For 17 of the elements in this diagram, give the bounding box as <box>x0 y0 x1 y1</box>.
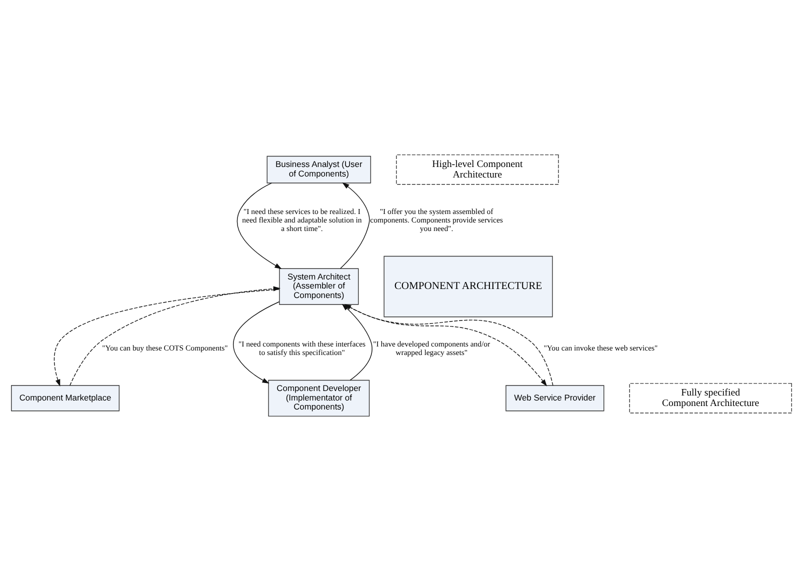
edge-label: "You can invoke these web services" <box>544 344 658 353</box>
node-box: COMPONENT ARCHITECTURE <box>384 256 553 318</box>
edge-label: "You can buy these COTS Components" <box>102 344 228 353</box>
edge-label: "I need these services to be realized. I need flexible and adaptable solution in a short time". <box>242 206 362 233</box>
node-box: Component Marketplace <box>11 385 120 412</box>
node-box: System Architect (Assembler of Components) <box>279 268 359 305</box>
edge-label: "I have developed components and/or wrapped legacy assets" <box>373 339 490 357</box>
node-box: Business Analyst (User of Components) <box>266 156 372 184</box>
node-box: High-level Component Architecture <box>396 154 559 185</box>
node-box: Web Service Provider <box>506 385 604 412</box>
arrow <box>340 182 370 269</box>
node-box: Fully specified Component Architecture <box>629 383 792 414</box>
edge-label: "I offer you the system assembled of components. Components provide services you need". <box>370 206 503 233</box>
edge-label: "I need components with these interfaces to satisfy this specification" <box>238 339 366 357</box>
arrow <box>237 182 282 270</box>
node-box: Component Developer (Implementator of Components) <box>268 380 370 417</box>
arrow <box>233 301 280 384</box>
